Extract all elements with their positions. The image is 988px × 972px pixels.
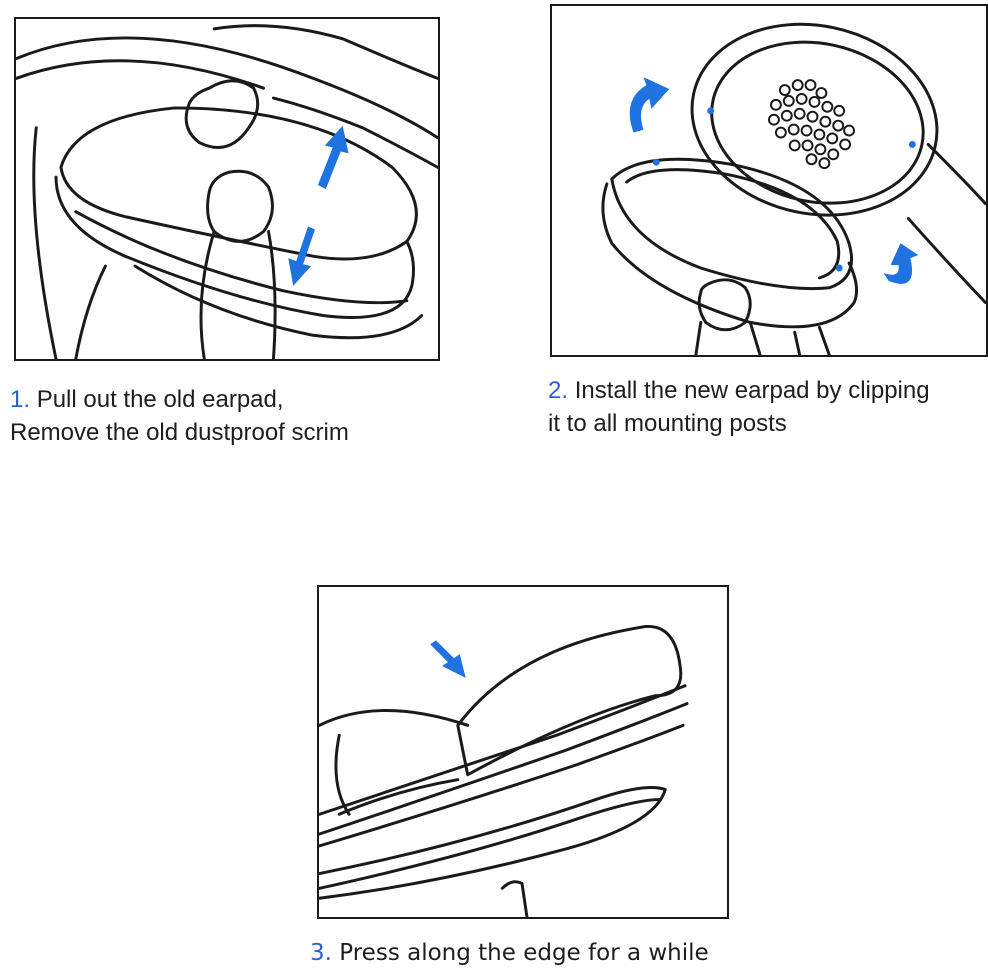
finger-side-right — [748, 320, 762, 355]
step-1-number: 1. — [10, 386, 31, 413]
new-earpad-top — [610, 157, 854, 291]
curved-arrow-top-icon — [629, 77, 670, 133]
hand-top-line — [319, 709, 470, 727]
arrow-up-icon — [317, 125, 349, 189]
clip-arrows — [629, 77, 919, 284]
arrow-down-icon — [288, 226, 315, 286]
stand-left — [793, 330, 802, 355]
step-2-illustration — [550, 4, 988, 357]
step-2-text-1: Install the new earpad by clipping — [574, 377, 930, 404]
step-2-caption: 2. Install the new earpad by clipping it… — [548, 374, 930, 440]
step-3-illustration — [317, 585, 729, 919]
new-earpad-side — [601, 182, 859, 329]
finger-side-left — [694, 320, 703, 355]
headband-inner-line — [16, 59, 266, 90]
upper-finger-line — [271, 96, 438, 169]
earcup-base-inner — [319, 797, 662, 890]
earcup-rim — [319, 723, 685, 848]
earcup-outer-ring — [690, 22, 939, 217]
step-2-line-1: 2. Install the new earpad by clipping — [548, 374, 930, 407]
stand-post — [500, 880, 529, 917]
step-1-illustration — [14, 17, 440, 361]
step-1-caption: 1. Pull out the old earpad, Remove the o… — [10, 383, 349, 449]
step-1-drawing — [16, 24, 438, 359]
earpad-cushion — [456, 625, 683, 777]
step-2-drawing — [601, 22, 986, 355]
earcup-base — [319, 786, 667, 900]
step-3-text-1: Press along the edge for a while — [339, 940, 709, 966]
lower-finger-side — [267, 230, 277, 359]
lower-thumb-side — [199, 230, 216, 359]
headband-arm-bottom — [906, 217, 986, 305]
headband-arm-top — [926, 142, 986, 206]
earpad-top-seam — [319, 684, 687, 816]
pull-arrows — [288, 125, 349, 286]
old-earpad-side — [54, 175, 415, 319]
old-earpad-top — [59, 106, 418, 261]
headband-line — [16, 36, 438, 140]
step-2-text-2: it to all mounting posts — [548, 410, 787, 437]
speaker-grille — [768, 79, 856, 170]
hand-knuckle — [334, 733, 351, 816]
earcup-edge — [133, 264, 424, 340]
upper-hand-outline — [212, 24, 438, 80]
step-3-caption: 3. Press along the edge for a while — [310, 937, 709, 970]
arrow-down-right-icon — [430, 640, 466, 678]
step-3-number: 3. — [310, 940, 332, 966]
step-3-drawing — [319, 625, 689, 917]
new-earpad-inner — [625, 168, 841, 280]
step-1-text-2: Remove the old dustproof scrim — [10, 419, 349, 446]
step-2-number: 2. — [548, 377, 569, 404]
palm-left-line — [32, 126, 58, 359]
finger-crease — [337, 778, 460, 816]
mounting-posts — [652, 107, 916, 272]
press-arrow — [430, 640, 466, 678]
upper-thumb — [184, 79, 260, 149]
holding-finger — [697, 278, 752, 332]
palm-crease — [74, 264, 107, 359]
stand-right — [817, 325, 831, 355]
step-1-text-1: Pull out the old earpad, — [36, 386, 284, 413]
curved-arrow-bottom-icon — [883, 243, 919, 284]
step-1-line-1: 1. Pull out the old earpad, — [10, 383, 349, 416]
lower-thumb — [206, 169, 274, 243]
step-3-line-1: 3. Press along the edge for a while — [310, 937, 709, 970]
earpad-lower-seam — [319, 702, 689, 836]
